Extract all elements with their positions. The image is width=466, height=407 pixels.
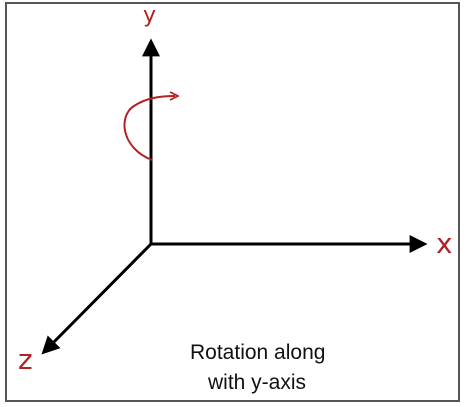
caption-line-1: Rotation along	[190, 341, 326, 364]
z-axis-label: z	[18, 343, 33, 376]
diagram-caption: Rotation along with y-axis	[188, 338, 378, 398]
caption-line-2: with y-axis	[208, 371, 307, 394]
rotation-curved-arrow-icon	[123, 96, 175, 161]
x-axis-label: x	[436, 227, 453, 260]
diagram-frame	[5, 2, 460, 402]
y-axis-label: y	[143, 3, 157, 28]
z-axis-line	[41, 242, 153, 355]
